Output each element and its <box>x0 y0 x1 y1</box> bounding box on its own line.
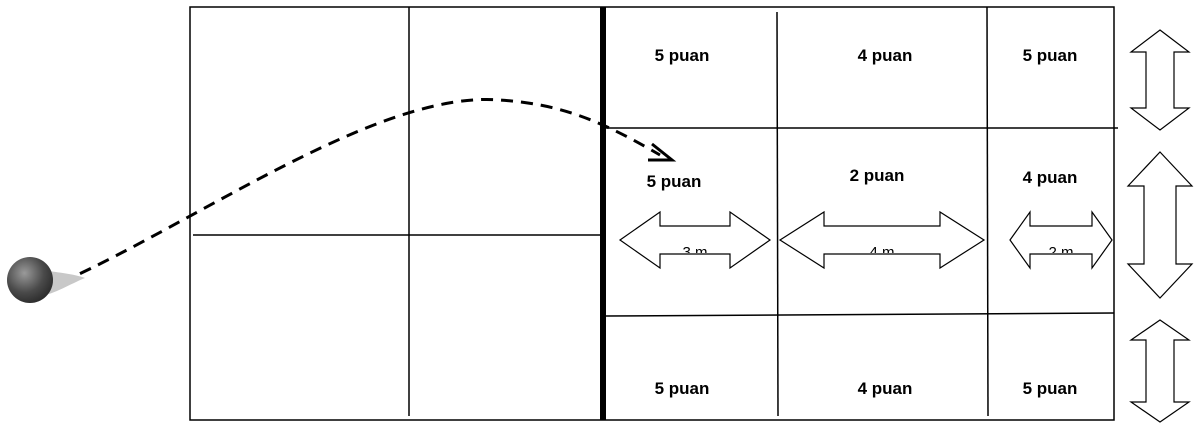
right-half-col-2 <box>986 6 989 417</box>
width-arrow-left <box>618 210 772 270</box>
depth-arrow-middle <box>1126 151 1194 299</box>
dimension-label-left: 3 m <box>682 244 708 253</box>
width-arrow-right <box>1009 210 1113 270</box>
trajectory-arrowhead <box>648 142 677 162</box>
cell-label-bottom-center: 4 puan <box>857 379 913 398</box>
cell-label-middle-right: 4 puan <box>1022 168 1078 187</box>
cell-label-middle-left: 5 puan <box>646 172 702 191</box>
court-outline <box>189 6 1115 421</box>
ball <box>7 257 53 303</box>
cell-label-top-right: 5 puan <box>1022 46 1078 65</box>
cell-label-bottom-right: 5 puan <box>1022 379 1078 398</box>
cell-label-bottom-left: 5 puan <box>654 379 710 398</box>
cell-label-top-left: 5 puan <box>654 46 710 65</box>
depth-arrow-top <box>1129 29 1191 131</box>
right-half-col-1 <box>776 11 779 417</box>
dimension-label-right: 2 m <box>1048 244 1074 253</box>
cell-label-top-center: 4 puan <box>857 46 913 65</box>
dimension-label-center: 4 m <box>869 244 895 253</box>
right-half-line-2 <box>605 312 1115 317</box>
cell-label-middle-center: 2 puan <box>849 166 905 185</box>
ball-trajectory <box>61 97 661 284</box>
depth-arrow-bottom <box>1129 319 1191 423</box>
width-arrow-center <box>778 210 986 270</box>
